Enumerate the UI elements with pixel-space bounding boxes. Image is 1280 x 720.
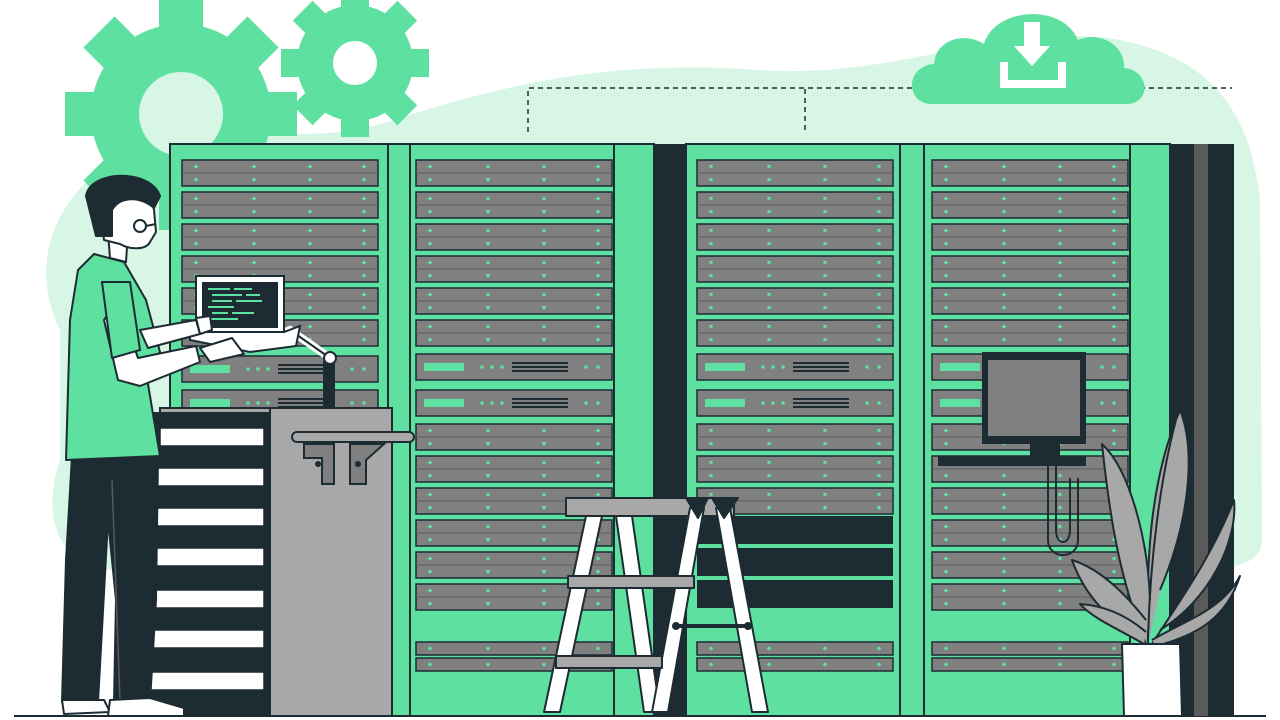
technician-figure — [61, 174, 245, 717]
plant-icon — [1071, 409, 1241, 717]
workstation-cabinet — [143, 407, 415, 717]
network-lines — [527, 87, 1232, 132]
cloud-download-icon — [911, 14, 1145, 104]
laptop-icon — [189, 275, 302, 354]
rack-monitor — [938, 352, 1086, 556]
gear-icon — [281, 0, 429, 137]
stepladder-icon — [543, 497, 769, 713]
